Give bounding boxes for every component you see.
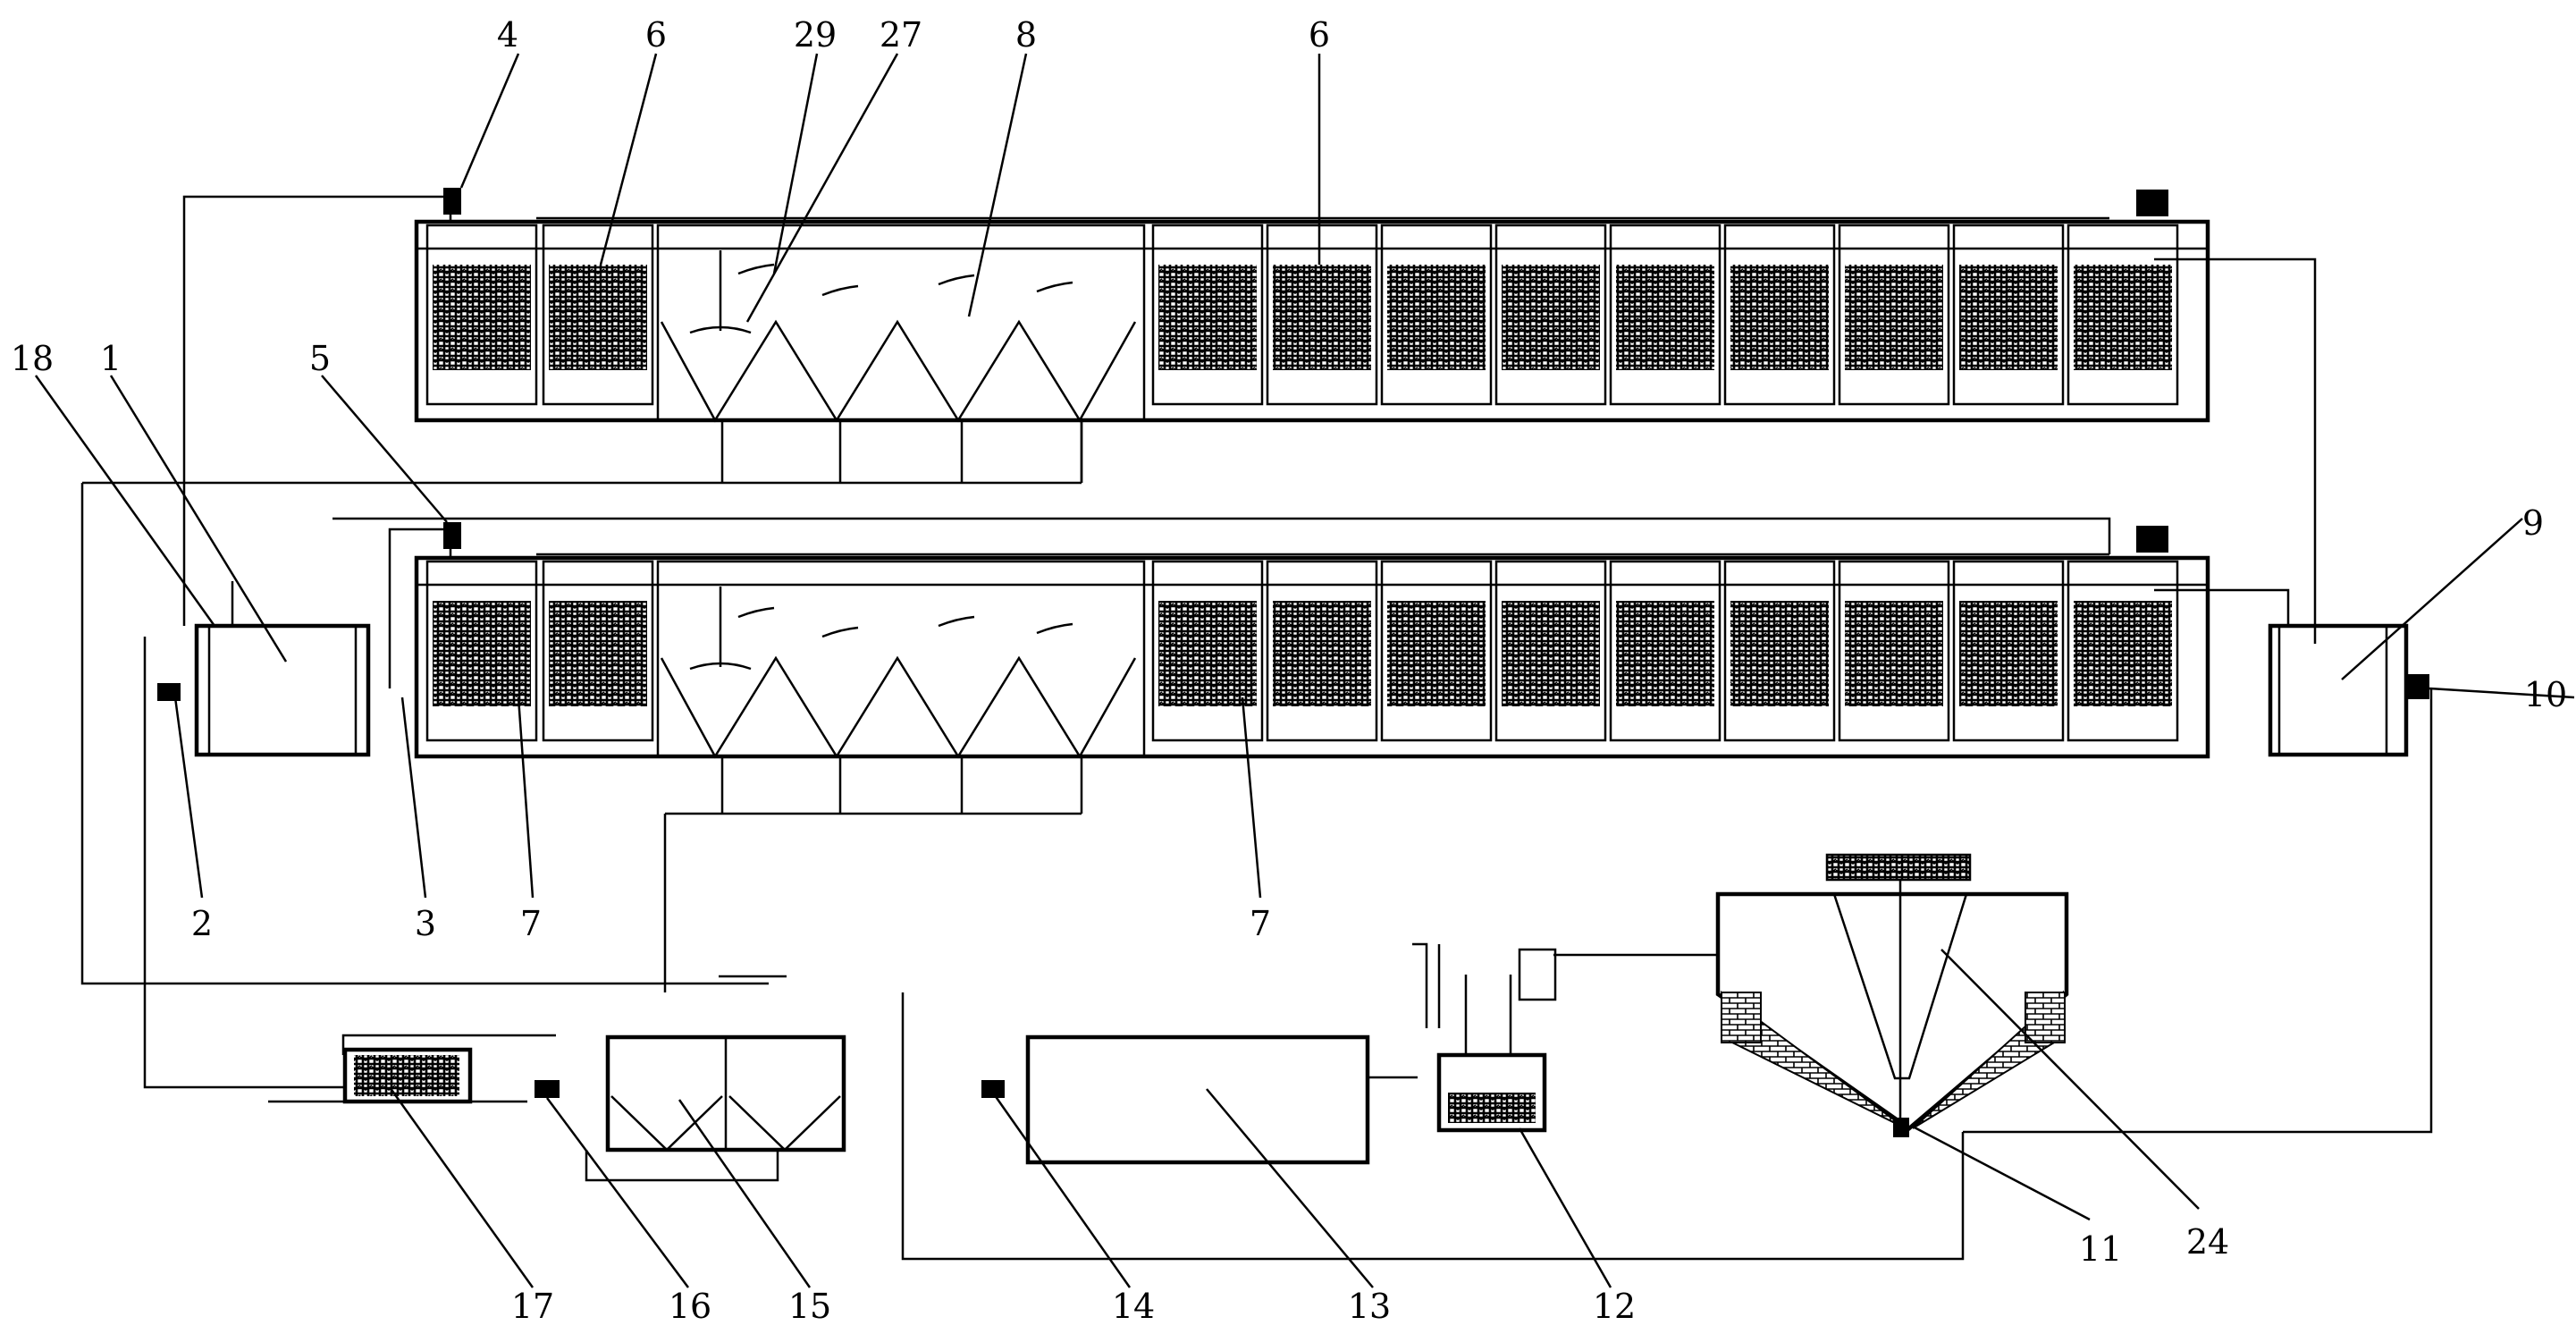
biofilter-cell — [425, 560, 538, 742]
label-4: 4 — [497, 15, 518, 55]
distributor-4-icon — [443, 188, 461, 215]
blower-icon — [2136, 526, 2168, 553]
distributor-5-icon — [443, 522, 461, 549]
clarifier — [1715, 853, 2069, 1137]
pump-2-icon — [157, 683, 181, 701]
pump-14-icon — [981, 1080, 1005, 1098]
label-3: 3 — [415, 904, 436, 943]
equalization-tank — [157, 581, 371, 757]
biofilter-cell — [542, 560, 654, 742]
label-7-right: 7 — [1250, 904, 1271, 943]
sedimentation-tank — [656, 224, 1146, 483]
label-12: 12 — [1593, 1287, 1636, 1326]
label-15: 15 — [788, 1287, 831, 1326]
label-24: 24 — [2186, 1222, 2229, 1262]
label-2: 2 — [191, 904, 213, 943]
sludge-thickener — [535, 1034, 846, 1182]
lower-treatment-train — [414, 526, 2210, 992]
label-1: 1 — [100, 339, 122, 378]
intermediate-tank — [2268, 623, 2429, 757]
label-6-top: 6 — [645, 15, 667, 55]
label-10: 10 — [2524, 675, 2567, 714]
biofilter-bank — [1151, 560, 2179, 742]
upper-treatment-train — [414, 190, 2210, 483]
clear-water-tank — [981, 1034, 1370, 1165]
label-14: 14 — [1112, 1287, 1155, 1326]
label-16: 16 — [669, 1287, 711, 1326]
label-17: 17 — [511, 1287, 554, 1326]
label-6-right: 6 — [1309, 15, 1330, 55]
label-29: 29 — [794, 15, 837, 55]
pump-16-icon — [535, 1080, 560, 1098]
sludge-pipe — [80, 420, 1083, 985]
biofilter-cell — [425, 224, 538, 406]
label-5: 5 — [309, 339, 331, 378]
piping — [143, 188, 2433, 1261]
filtration-unit — [1412, 942, 1557, 1133]
biofilter-bank — [1151, 224, 2179, 406]
label-8: 8 — [1015, 15, 1037, 55]
filter-press — [268, 1047, 527, 1104]
sedimentation-tank — [656, 560, 1146, 992]
callout-labels: 4 6 29 27 8 6 18 1 5 9 10 2 3 7 7 11 24 … — [11, 15, 2567, 1326]
label-18: 18 — [11, 339, 54, 378]
label-9: 9 — [2522, 503, 2544, 543]
blower-icon — [2136, 190, 2168, 216]
pump-10-icon — [2408, 674, 2429, 699]
leader-lines — [34, 53, 2575, 1288]
clarifier-outlet-icon — [1893, 1118, 1909, 1137]
label-7-left: 7 — [520, 904, 542, 943]
biofilter-cell — [542, 224, 654, 406]
label-13: 13 — [1348, 1287, 1391, 1326]
label-27: 27 — [880, 15, 922, 55]
label-11: 11 — [2079, 1229, 2122, 1269]
